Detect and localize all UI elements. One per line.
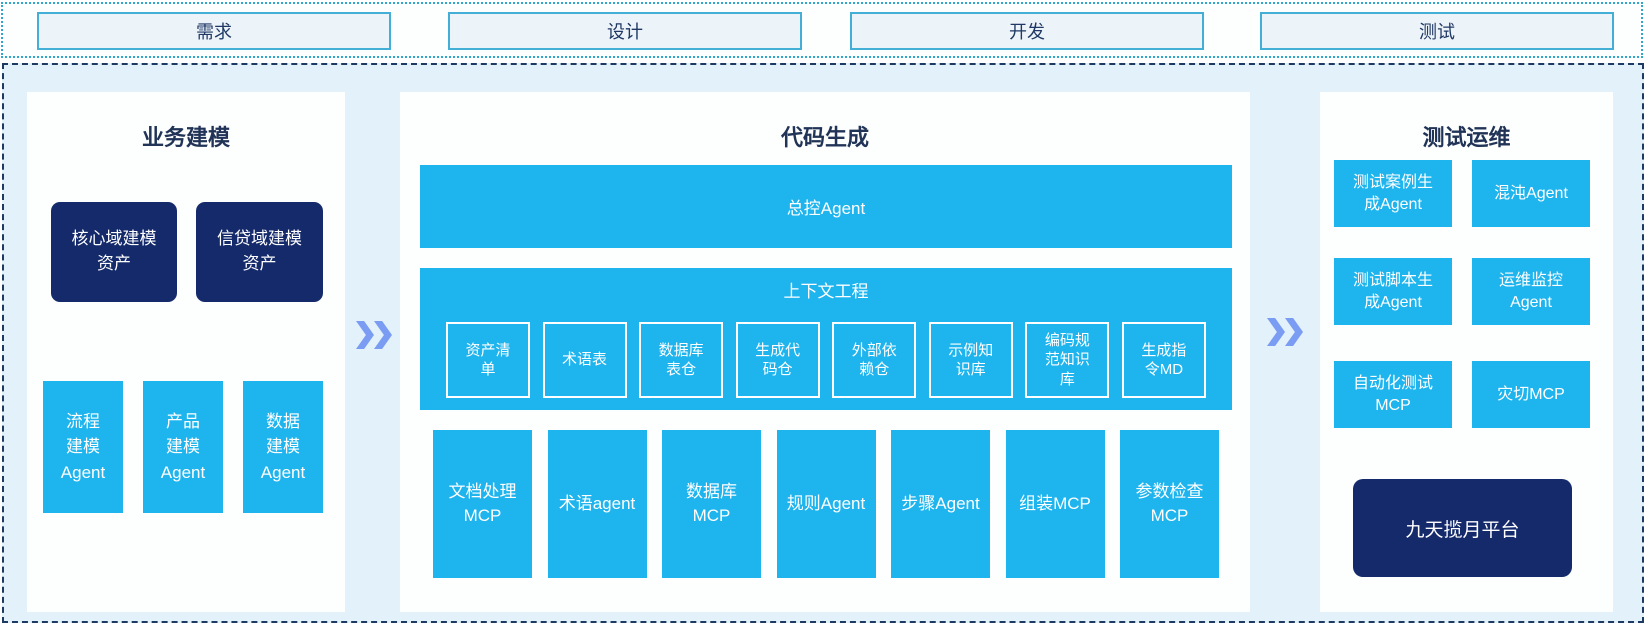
phase-strip: 需求 设计 开发 测试 [1, 2, 1643, 58]
credit-domain-assets-box: 信贷域建模 资产 [196, 202, 323, 302]
phase-label: 测试 [1419, 22, 1455, 42]
ops-monitor-agent-box: 运维监控 Agent [1472, 258, 1590, 325]
jiutian-platform-box: 九天揽月平台 [1353, 479, 1572, 577]
step-agent-box: 步骤Agent [891, 430, 990, 578]
phase-box-development: 开发 [850, 12, 1204, 50]
box-label: 总控Agent [786, 199, 866, 218]
box-label: 文档处理 MCP [448, 482, 517, 525]
box-label: 灾切MCP [1497, 385, 1565, 403]
context-item-generated-code-repo: 生成代 码仓 [735, 322, 820, 398]
box-label: 数据库 表仓 [658, 341, 704, 379]
box-label: 混沌Agent [1494, 184, 1568, 202]
chevron-right-icon [1267, 318, 1285, 346]
process-modeling-agent-box: 流程 建模 Agent [43, 381, 123, 513]
context-items-row: 资产清 单 术语表 数据库 表仓 生成代 码仓 外部依 赖仓 [420, 322, 1232, 398]
box-label: 组装MCP [1019, 494, 1091, 514]
box-label: 术语表 [562, 351, 608, 369]
box-label: 术语agent [558, 494, 636, 514]
box-label: 数据库 MCP [686, 482, 737, 525]
box-label: 自动化测试 MCP [1352, 374, 1433, 414]
box-label: 示例知 识库 [948, 341, 994, 379]
box-label: 参数检查 MCP [1135, 482, 1204, 525]
box-label: 资产清 单 [465, 341, 511, 379]
box-label: 测试脚本生 成Agent [1352, 271, 1433, 311]
glossary-agent-box: 术语agent [547, 430, 647, 578]
panel-code-generation: 代码生成 总控Agent 上下文工程 资产清 单 术语表 数据库 表仓 [400, 92, 1250, 612]
box-label: 核心域建模 资产 [71, 229, 157, 273]
context-item-db-table-repo: 数据库 表仓 [639, 322, 724, 398]
mcp-agent-row: 文档处理 MCP 术语agent 数据库 MCP 规则Agent 步骤Agent… [420, 430, 1232, 578]
chevron-right-icon [374, 321, 392, 349]
main-container: 业务建模 核心域建模 资产 信贷域建模 资产 流程 建模 Agent 产品 建模… [2, 63, 1644, 623]
box-label: 运维监控 Agent [1498, 271, 1563, 311]
database-mcp-box: 数据库 MCP [662, 430, 761, 578]
context-item-example-knowledge-base: 示例知 识库 [928, 322, 1013, 398]
chevron-right-icon [1285, 318, 1303, 346]
disaster-switch-mcp-box: 灾切MCP [1472, 361, 1590, 428]
box-label: 数据 建模 Agent [260, 411, 306, 482]
phase-label: 开发 [1009, 22, 1045, 42]
context-item-external-deps-repo: 外部依 赖仓 [832, 322, 917, 398]
master-agent-bar: 总控Agent [420, 165, 1232, 248]
auto-test-mcp-box: 自动化测试 MCP [1334, 361, 1452, 428]
core-domain-assets-box: 核心域建模 资产 [51, 202, 177, 302]
flow-arrow-2 [1267, 318, 1303, 346]
panel-title-test-ops: 测试运维 [1422, 125, 1511, 151]
context-item-gen-instruction-md: 生成指 令MD [1121, 322, 1206, 398]
box-label: 流程 建模 Agent [60, 411, 106, 482]
test-script-gen-agent-box: 测试脚本生 成Agent [1334, 258, 1452, 325]
context-engineering-section: 上下文工程 资产清 单 术语表 数据库 表仓 生成代 码仓 外部 [420, 268, 1232, 410]
phase-box-design: 设计 [448, 12, 802, 50]
assembly-mcp-box: 组装MCP [1005, 430, 1105, 578]
phase-label: 需求 [196, 22, 232, 42]
box-label: 外部依 赖仓 [851, 341, 897, 379]
box-label: 编码规 范知识 库 [1044, 331, 1090, 388]
panel-title-code-generation: 代码生成 [780, 125, 869, 151]
panel-business-modeling: 业务建模 核心域建模 资产 信贷域建模 资产 流程 建模 Agent 产品 建模… [27, 92, 345, 612]
context-item-coding-standards-kb: 编码规 范知识 库 [1025, 322, 1110, 398]
context-item-asset-list: 资产清 单 [446, 322, 530, 398]
flow-arrow-1 [356, 321, 392, 349]
phase-box-testing: 测试 [1260, 12, 1614, 50]
box-label: 产品 建模 Agent [160, 411, 206, 482]
box-label: 规则Agent [786, 494, 866, 514]
data-modeling-agent-box: 数据 建模 Agent [243, 381, 323, 513]
rule-agent-box: 规则Agent [776, 430, 876, 578]
param-check-mcp-box: 参数检查 MCP [1120, 430, 1219, 578]
phase-box-requirements: 需求 [37, 12, 391, 50]
doc-processing-mcp-box: 文档处理 MCP [433, 430, 532, 578]
box-label: 生成指 令MD [1141, 341, 1187, 379]
chaos-agent-box: 混沌Agent [1472, 160, 1590, 227]
box-label: 测试案例生 成Agent [1352, 173, 1433, 213]
phase-label: 设计 [607, 22, 643, 42]
context-item-glossary: 术语表 [542, 322, 627, 398]
test-case-gen-agent-box: 测试案例生 成Agent [1334, 160, 1452, 227]
panel-title-business-modeling: 业务建模 [141, 125, 230, 151]
box-label: 生成代 码仓 [755, 341, 801, 379]
context-engineering-title: 上下文工程 [783, 282, 869, 301]
box-label: 步骤Agent [901, 494, 980, 514]
product-modeling-agent-box: 产品 建模 Agent [143, 381, 223, 513]
chevron-right-icon [356, 321, 374, 349]
box-label: 信贷域建模 资产 [217, 229, 302, 273]
panel-test-ops: 测试运维 测试案例生 成Agent 混沌Agent 测试脚本生 成Agent 运… [1320, 92, 1613, 612]
box-label: 九天揽月平台 [1405, 519, 1520, 541]
